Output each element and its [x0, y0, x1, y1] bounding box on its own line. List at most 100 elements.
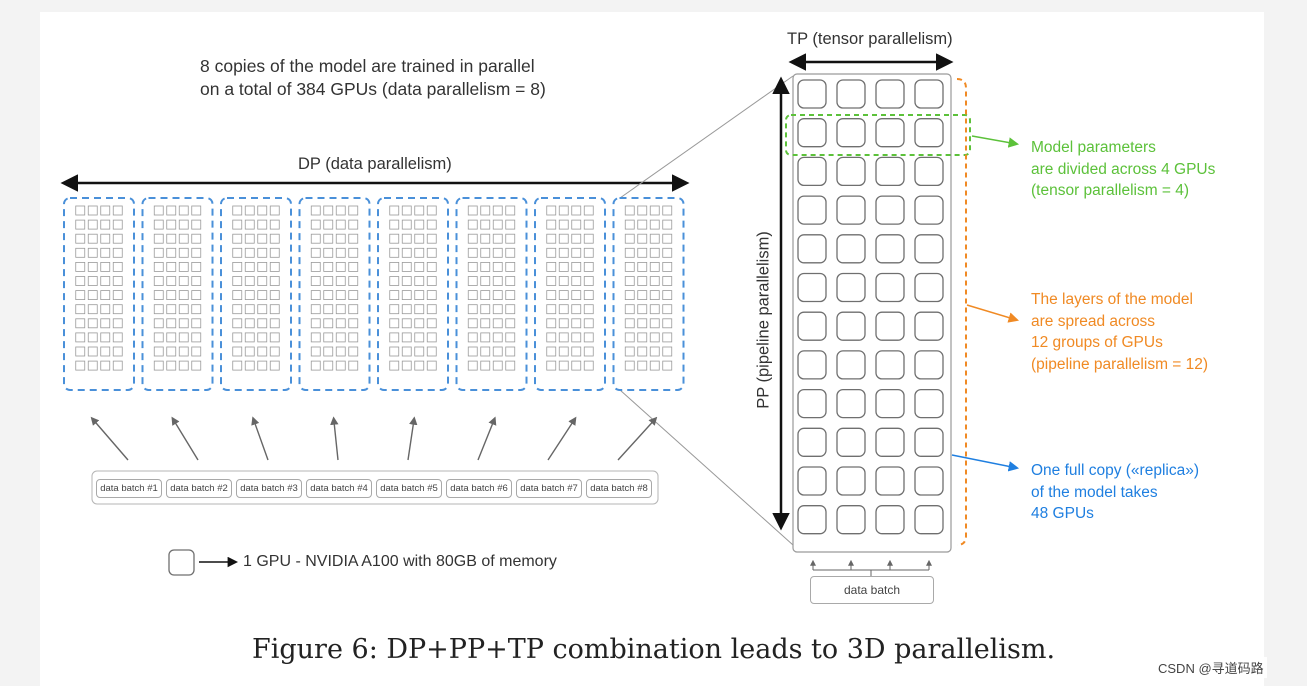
gpu-cell	[75, 219, 86, 230]
gpu-cell	[571, 290, 582, 301]
gpu-cell	[348, 219, 359, 230]
gpu-cell	[505, 205, 516, 216]
gpu-cell	[414, 261, 425, 272]
gpu-cell	[269, 276, 280, 286]
gpu-cell	[480, 318, 491, 329]
gpu-cell	[348, 247, 359, 258]
gpu-cell	[178, 318, 189, 329]
gpu-cell	[426, 205, 437, 216]
gpu-cell	[191, 233, 202, 244]
gpu-cell	[583, 247, 594, 258]
gpu-cell	[401, 346, 412, 357]
gpu-cell	[401, 318, 412, 329]
gpu-cell	[232, 233, 243, 244]
gpu-cell	[100, 304, 111, 315]
gpu-cell	[323, 332, 334, 343]
tensor-annotation: Model parameters are divided across 4 GP…	[1031, 137, 1215, 202]
gpu-cell	[546, 346, 557, 357]
gpu-cell	[875, 156, 905, 187]
gpu-cell	[153, 318, 164, 329]
gpu-cell	[571, 276, 582, 286]
gpu-cell	[401, 332, 412, 343]
batch-arrow-8	[617, 416, 658, 461]
gpu-cell	[480, 205, 491, 216]
gpu-cell	[662, 233, 673, 244]
pipeline-annotation-arrow	[966, 304, 1020, 323]
gpu-cell	[836, 427, 866, 457]
gpu-cell	[426, 261, 437, 272]
gpu-cell	[348, 290, 359, 301]
gpu-cell	[662, 247, 673, 258]
gpu-cell	[75, 318, 86, 329]
data-batch-6: data batch #6	[446, 479, 512, 498]
gpu-cell	[75, 276, 86, 286]
gpu-cell	[558, 276, 569, 286]
gpu-cell	[637, 304, 648, 315]
gpu-cell	[310, 290, 321, 301]
gpu-cell	[323, 233, 334, 244]
gpu-cell	[100, 360, 111, 371]
gpu-cell	[492, 247, 503, 258]
gpu-cell	[546, 205, 557, 216]
gpu-cell	[100, 276, 111, 286]
gpu-cell	[492, 304, 503, 315]
gpu-cell	[87, 276, 98, 286]
gpu-cell	[571, 360, 582, 371]
gpu-cell	[426, 346, 437, 357]
gpu-cell	[232, 205, 243, 216]
tensor-group-highlight	[785, 114, 971, 156]
gpu-cell	[914, 311, 944, 341]
gpu-cell	[467, 261, 478, 272]
dp-replica-5	[377, 197, 449, 391]
gpu-cell	[87, 261, 98, 272]
gpu-cell	[244, 304, 255, 315]
gpu-cell	[389, 205, 400, 216]
gpu-cell	[244, 332, 255, 343]
gpu-cell	[914, 272, 944, 303]
replica-annotation-line-2: of the model takes	[1031, 483, 1158, 501]
header-line-2: on a total of 384 GPUs (data parallelism…	[200, 79, 546, 99]
data-batch-7: data batch #7	[516, 479, 582, 498]
gpu-cell	[100, 318, 111, 329]
replica-batch-connector	[810, 559, 932, 576]
gpu-cell	[426, 290, 437, 301]
gpu-cell	[414, 205, 425, 216]
gpu-cell	[100, 205, 111, 216]
gpu-cell	[637, 247, 648, 258]
gpu-cell	[257, 276, 268, 286]
gpu-cell	[414, 233, 425, 244]
gpu-cell	[426, 233, 437, 244]
gpu-cell	[797, 79, 827, 109]
gpu-cell	[112, 261, 123, 272]
gpu-cell	[166, 276, 177, 286]
gpu-cell	[166, 304, 177, 315]
gpu-cell	[348, 205, 359, 216]
gpu-cell	[414, 346, 425, 357]
gpu-cell	[75, 247, 86, 258]
gpu-cell	[166, 247, 177, 258]
gpu-cell	[467, 247, 478, 258]
gpu-cell	[310, 346, 321, 357]
gpu-cell	[505, 233, 516, 244]
gpu-cell	[257, 304, 268, 315]
gpu-cell	[797, 427, 827, 457]
gpu-cell	[257, 233, 268, 244]
gpu-cell	[414, 219, 425, 230]
gpu-cell	[87, 360, 98, 371]
gpu-cell	[467, 205, 478, 216]
tensor-annotation-line-1: Model parameters	[1031, 139, 1156, 156]
gpu-cell	[649, 219, 660, 230]
dp-replicas	[63, 197, 685, 391]
gpu-cell	[269, 261, 280, 272]
gpu-cell	[914, 195, 944, 225]
gpu-cell	[257, 219, 268, 230]
gpu-cell	[426, 304, 437, 315]
gpu-cell	[166, 318, 177, 329]
gpu-cell	[389, 247, 400, 258]
gpu-cell	[100, 332, 111, 343]
gpu-cell	[875, 118, 905, 148]
gpu-cell	[583, 346, 594, 357]
gpu-cell	[310, 276, 321, 286]
zoom-line-bottom	[619, 389, 794, 546]
gpu-cell	[269, 205, 280, 216]
